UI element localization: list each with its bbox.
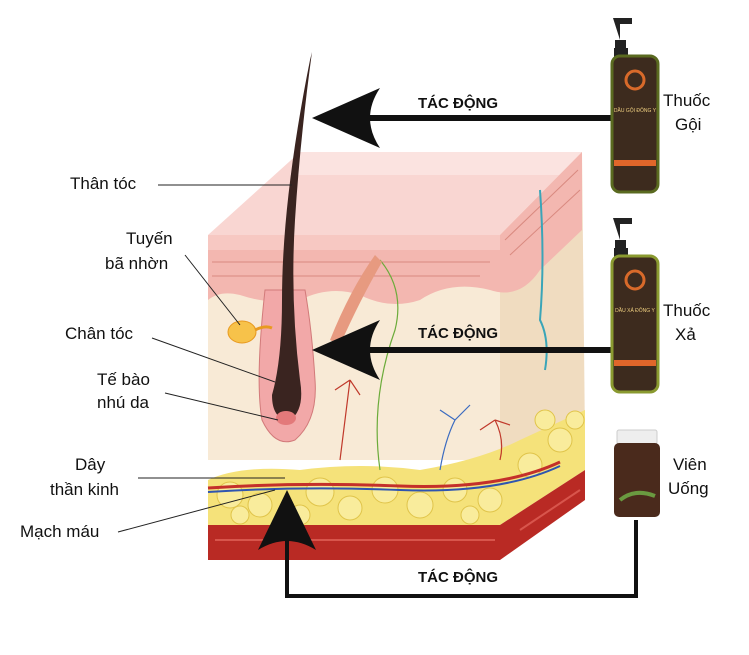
conditioner-bottle: DẦU XẢ ĐÔNG Y <box>610 218 660 394</box>
shampoo-bottle-text: DẦU GỘI ĐÔNG Y <box>614 107 657 114</box>
action-label-top: TÁC ĐỘNG <box>418 94 498 112</box>
conditioner-bottle-text: DẦU XẢ ĐÔNG Y <box>615 307 655 314</box>
arrow-pill <box>258 490 638 598</box>
label-shampoo-2: Gội <box>675 115 701 134</box>
label-hair-shaft: Thân tóc <box>70 174 137 193</box>
pill-jar <box>614 429 660 517</box>
label-papilla-2: nhú da <box>97 393 150 412</box>
label-sebaceous-1: Tuyến <box>126 229 173 248</box>
label-pill-1: Viên <box>673 455 707 474</box>
sebaceous-gland <box>227 320 257 344</box>
label-conditioner-2: Xả <box>675 325 696 344</box>
blood-vessel <box>207 460 561 490</box>
label-papilla-1: Tế bào <box>97 370 150 389</box>
label-hair-root: Chân tóc <box>65 324 134 343</box>
label-conditioner-1: Thuốc <box>663 301 711 320</box>
action-label-middle: TÁC ĐỘNG <box>418 324 498 342</box>
arrow-shampoo <box>312 88 612 148</box>
arrow-conditioner <box>312 320 612 380</box>
label-nerve-1: Dây <box>75 455 106 474</box>
label-pill-2: Uống <box>668 479 709 498</box>
shampoo-bottle: DẦU GỘI ĐÔNG Y <box>610 18 660 194</box>
skin-cells <box>212 169 581 277</box>
label-sebaceous-2: bã nhờn <box>105 254 168 273</box>
epidermis-layer <box>208 152 582 304</box>
hair-shaft <box>272 52 312 420</box>
action-label-bottom: TÁC ĐỘNG <box>418 568 498 586</box>
leader-lines <box>117 184 292 533</box>
erector-muscle <box>330 255 382 345</box>
dermal-papilla <box>276 411 296 425</box>
label-shampoo-1: Thuốc <box>663 91 711 110</box>
label-blood-vessel: Mạch máu <box>20 522 99 541</box>
label-nerve-2: thần kinh <box>50 480 119 499</box>
